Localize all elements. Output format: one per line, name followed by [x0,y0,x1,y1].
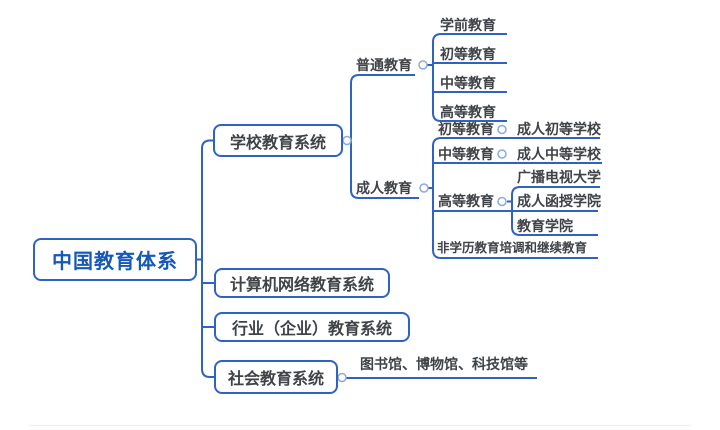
node-computer-network-system[interactable]: 计算机网络教育系统 [214,268,390,298]
node-adult-secondary-school[interactable]: 成人中等学校 [517,146,601,162]
node-social-system[interactable]: 社会教育系统 [214,360,338,394]
node-preschool-education[interactable]: 学前教育 [440,17,496,33]
node-school-system[interactable]: 学校教育系统 [213,124,343,157]
collapse-toggle-regular-education[interactable] [418,60,428,70]
connector-adult-bracket [432,137,600,259]
node-adult-correspondence-college[interactable]: 成人函授学院 [517,193,601,209]
connector-regular-bracket [432,33,507,122]
node-regular-education[interactable]: 普通教育 [356,57,412,73]
connector-school-children [350,74,419,199]
node-secondary-education[interactable]: 中等教育 [440,75,496,91]
node-library-museum-science[interactable]: 图书馆、博物馆、科技馆等 [360,356,528,372]
node-adult-education[interactable]: 成人教育 [356,180,412,196]
collapse-toggle-adult-education[interactable] [419,183,429,193]
node-adult-higher-education[interactable]: 高等教育 [438,193,494,209]
connector-main-trunk [201,139,214,378]
collapse-toggle-adult-primary[interactable] [497,124,507,135]
collapse-toggle-adult-higher[interactable] [497,196,507,207]
node-broadcast-tv-university[interactable]: 广播电视大学 [517,169,601,185]
collapse-toggle-school-system[interactable] [342,135,352,146]
collapse-toggle-social-system[interactable] [337,372,347,383]
node-adult-primary-education[interactable]: 初等教育 [438,121,494,137]
node-higher-education[interactable]: 高等教育 [440,104,496,120]
node-non-diploma-continuing-education[interactable]: 非学历教育培调和继续教育 [437,241,588,255]
canvas-bottom-edge [30,425,690,426]
node-education-college[interactable]: 教育学院 [517,218,573,234]
node-root[interactable]: 中国教育体系 [33,238,197,281]
node-adult-secondary-education[interactable]: 中等教育 [438,146,494,162]
node-primary-education[interactable]: 初等教育 [440,46,496,62]
connector-higher-bracket [511,186,600,236]
node-adult-primary-school[interactable]: 成人初等学校 [517,121,601,137]
node-industry-enterprise-system[interactable]: 行业（企业）教育系统 [214,312,410,342]
collapse-toggle-adult-secondary[interactable] [497,149,507,159]
